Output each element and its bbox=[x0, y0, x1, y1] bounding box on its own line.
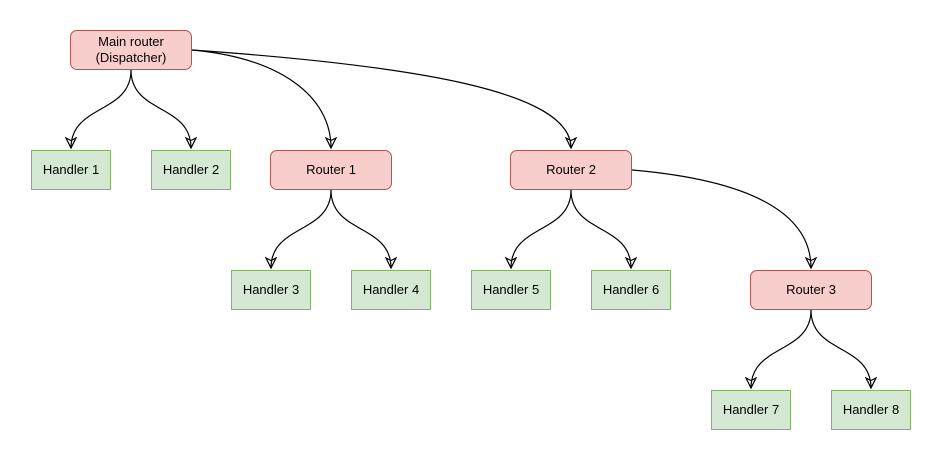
edge-main-to-router-2 bbox=[191, 49, 571, 148]
edge-router-1-to-handler-3 bbox=[271, 189, 332, 268]
node-router-3-label: Router 3 bbox=[786, 281, 836, 297]
node-router-1: Router 1 bbox=[270, 150, 392, 190]
node-router-1-label: Router 1 bbox=[306, 161, 356, 177]
node-handler-4-label: Handler 4 bbox=[362, 281, 420, 297]
node-handler-4: Handler 4 bbox=[351, 270, 431, 310]
node-handler-6-label: Handler 6 bbox=[602, 281, 660, 297]
edge-router-2-to-handler-6 bbox=[570, 189, 631, 268]
node-handler-2: Handler 2 bbox=[151, 150, 231, 190]
node-handler-5-label: Handler 5 bbox=[482, 281, 540, 297]
edge-main-to-handler-2 bbox=[130, 69, 191, 148]
node-handler-7-label: Handler 7 bbox=[722, 401, 780, 417]
node-handler-3: Handler 3 bbox=[231, 270, 311, 310]
node-handler-1: Handler 1 bbox=[31, 150, 111, 190]
node-main-router-label: Main router (Dispatcher) bbox=[95, 33, 167, 65]
node-handler-2-label: Handler 2 bbox=[162, 161, 220, 177]
node-handler-8: Handler 8 bbox=[831, 390, 911, 430]
node-router-2: Router 2 bbox=[510, 150, 632, 190]
edge-main-to-router-1 bbox=[191, 49, 331, 148]
node-router-2-label: Router 2 bbox=[546, 161, 596, 177]
node-handler-7: Handler 7 bbox=[711, 390, 791, 430]
edge-router-2-to-handler-5 bbox=[511, 189, 572, 268]
node-handler-8-label: Handler 8 bbox=[842, 401, 900, 417]
node-handler-3-label: Handler 3 bbox=[242, 281, 300, 297]
edge-router-3-to-handler-8 bbox=[810, 309, 871, 388]
edge-router-3-to-handler-7 bbox=[751, 309, 812, 388]
node-router-3: Router 3 bbox=[750, 270, 872, 310]
node-handler-6: Handler 6 bbox=[591, 270, 671, 310]
edge-router-2-to-router-3 bbox=[631, 169, 811, 268]
node-main-router: Main router (Dispatcher) bbox=[70, 30, 192, 70]
edge-router-1-to-handler-4 bbox=[330, 189, 391, 268]
edge-main-to-handler-1 bbox=[71, 69, 132, 148]
node-handler-1-label: Handler 1 bbox=[42, 161, 100, 177]
node-handler-5: Handler 5 bbox=[471, 270, 551, 310]
